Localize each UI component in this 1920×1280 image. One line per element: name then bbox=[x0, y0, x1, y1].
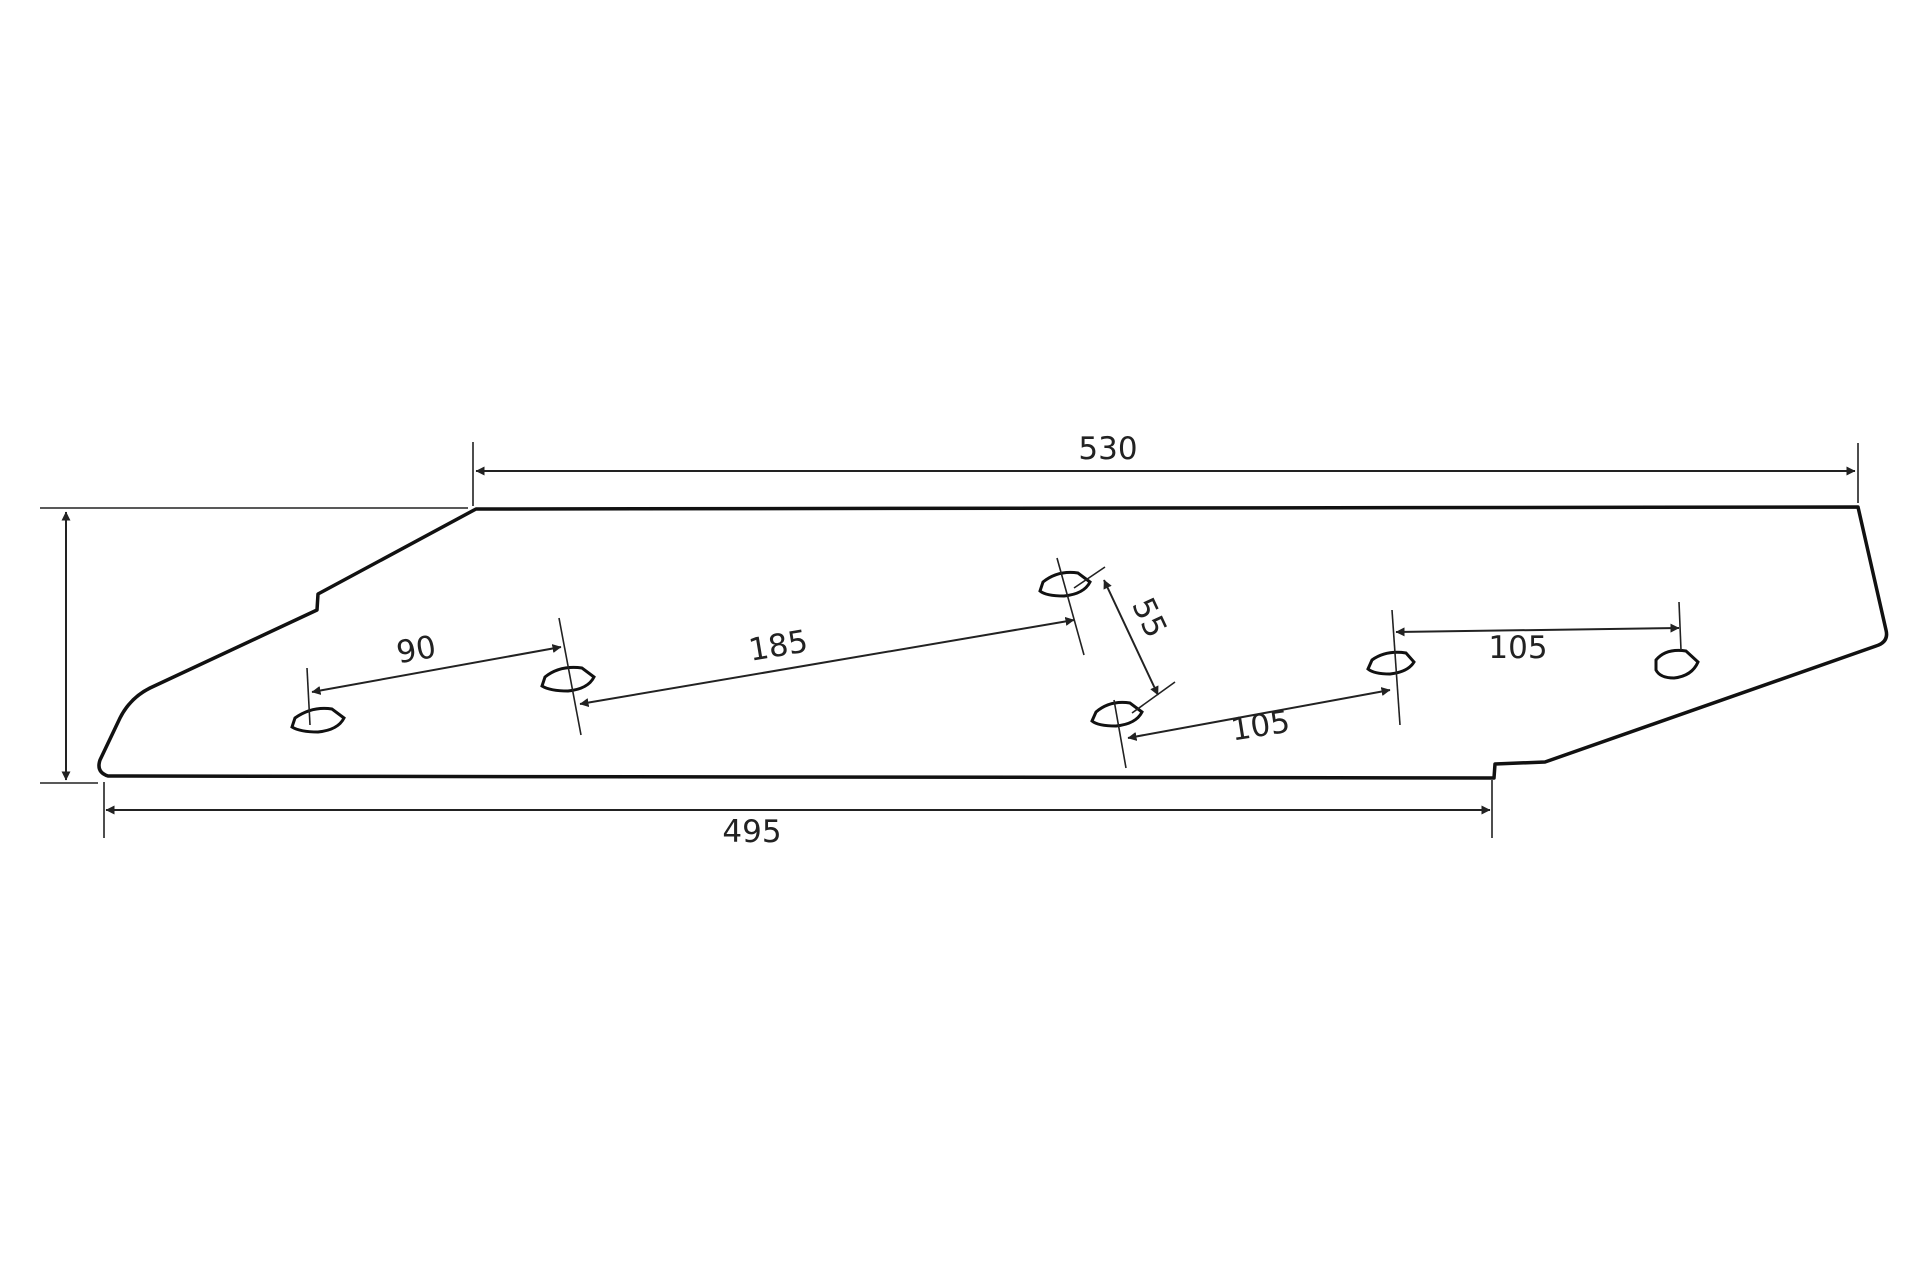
label-hole-3-4: 55 bbox=[1124, 592, 1173, 643]
hole-extension-lines bbox=[306, 557, 1682, 769]
dimension-height bbox=[40, 507, 468, 784]
dim-line-105-a bbox=[1127, 687, 1391, 741]
hole-5 bbox=[1366, 650, 1416, 676]
part-outline bbox=[97, 505, 1889, 780]
hole-spacing-dimensions bbox=[311, 579, 1680, 741]
label-hole-1-2: 90 bbox=[394, 629, 439, 671]
hole-1 bbox=[290, 706, 346, 734]
hole-6 bbox=[1654, 648, 1700, 680]
dim-line-105-b bbox=[1395, 623, 1680, 637]
dim-line-55 bbox=[1103, 579, 1159, 696]
dim-line-90 bbox=[311, 644, 562, 695]
dimension-overall-top bbox=[472, 442, 1859, 506]
dimension-overall-bottom bbox=[103, 780, 1493, 838]
label-hole-5-6: 105 bbox=[1488, 630, 1547, 666]
hole-2 bbox=[540, 665, 596, 693]
mounting-holes bbox=[290, 570, 1700, 734]
dim-line-185 bbox=[579, 616, 1075, 708]
label-overall-top: 530 bbox=[1078, 431, 1137, 467]
label-overall-bottom: 495 bbox=[722, 814, 781, 850]
label-hole-2-3: 185 bbox=[746, 624, 810, 669]
label-hole-4-5: 105 bbox=[1228, 704, 1292, 749]
